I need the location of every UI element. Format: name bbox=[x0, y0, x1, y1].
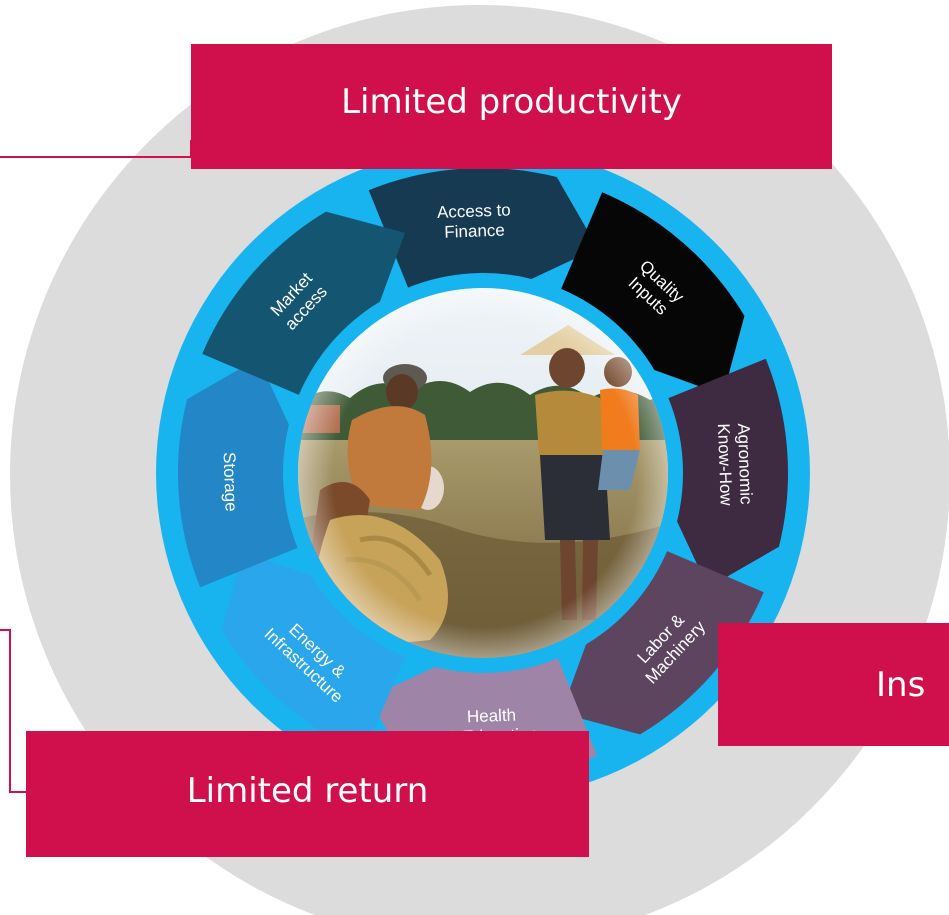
arrow-agronomic-know-how bbox=[668, 358, 788, 588]
arrow-market-access bbox=[202, 211, 405, 395]
label-agronomic-know-how: AgronomicKnow-How bbox=[714, 422, 756, 506]
limited-productivity-callout: Limited productivity bbox=[191, 44, 832, 169]
limited-return-callout: Limited return bbox=[26, 731, 589, 857]
connector-line-bottom bbox=[0, 629, 26, 793]
arrow-quality-inputs bbox=[561, 192, 745, 395]
label-storage: Storage bbox=[220, 452, 241, 512]
label-access-to-finance: Access toFinance bbox=[437, 200, 512, 242]
arrow-labor-machinery bbox=[561, 551, 764, 735]
arrow-energy-infrastructure bbox=[221, 551, 405, 754]
right-callout: Ins bbox=[718, 623, 949, 746]
farmers-photo bbox=[298, 288, 668, 658]
arrow-access-to-finance bbox=[368, 168, 598, 288]
arrow-storage bbox=[177, 358, 298, 588]
